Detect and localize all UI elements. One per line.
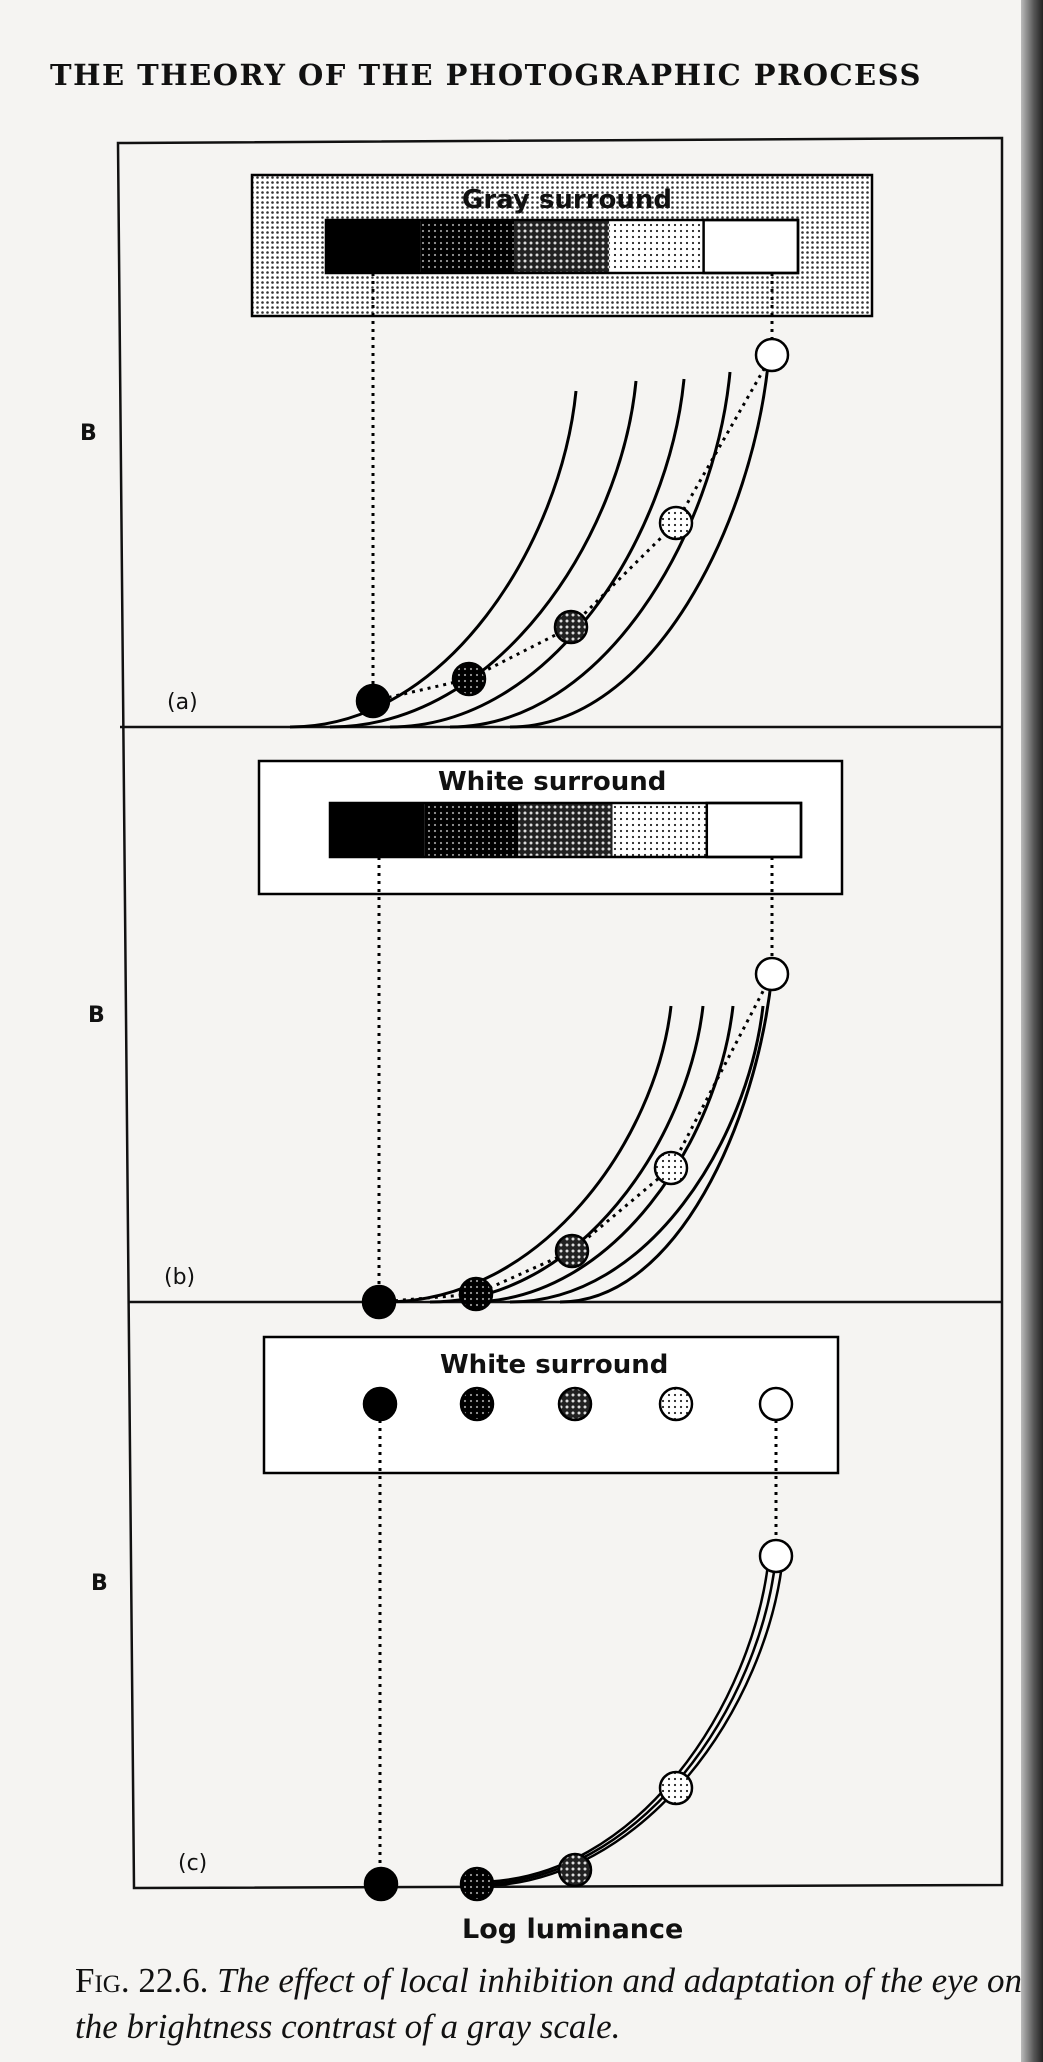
isolated-patch-c-1 <box>362 1386 398 1422</box>
step-point-a-1 <box>355 683 391 719</box>
page-edge-shadow <box>1021 0 1043 2062</box>
response-locus-a <box>372 354 774 703</box>
x-axis-label: Log luminance <box>462 1914 683 1945</box>
step-point-a-5 <box>754 337 790 373</box>
figure-number: Fig. 22.6. <box>75 1961 209 2000</box>
step-point-b-1 <box>361 1284 397 1320</box>
step-point-a-2 <box>451 661 487 697</box>
gray-scale-strip-a-step-4 <box>609 220 704 273</box>
brightness-curve-c-3 <box>476 1555 785 1888</box>
panel-tag-c: (c) <box>178 1851 207 1876</box>
step-point-c-4 <box>658 1770 694 1806</box>
gray-scale-strip-a-step-1 <box>326 220 421 273</box>
brightness-curve-b-5 <box>559 973 774 1304</box>
surround-label-bg <box>440 180 690 216</box>
brightness-curve-a-2 <box>329 380 638 729</box>
brightness-curve-a-5 <box>509 354 771 729</box>
isolated-patch-c-3 <box>557 1386 593 1422</box>
y-axis-label-b: B <box>88 1003 105 1028</box>
brightness-curve-a-3 <box>389 378 686 729</box>
gray-scale-strip-b <box>328 801 803 859</box>
isolated-patch-c-5 <box>758 1386 794 1422</box>
step-point-c-5 <box>758 1538 794 1574</box>
step-point-c-1 <box>363 1866 399 1902</box>
brightness-curve-b-1 <box>384 1005 673 1304</box>
gray-scale-strip-a <box>324 218 800 275</box>
gray-scale-strip-b-step-1 <box>330 803 425 857</box>
gray-scale-strip-a-step-3 <box>514 220 610 273</box>
gray-scale-strip-a-step-5 <box>702 218 800 275</box>
isolated-patch-c-2 <box>459 1386 495 1422</box>
brightness-curve-b-3 <box>469 1005 735 1304</box>
brightness-curve-b-4 <box>509 1005 765 1304</box>
gray-scale-strip-b-step-3 <box>518 803 613 857</box>
gray-scale-strip-a-step-2 <box>420 220 515 273</box>
step-point-a-4 <box>658 505 694 541</box>
gray-scale-strip-b-step-4 <box>612 803 707 857</box>
step-point-c-2 <box>459 1866 495 1902</box>
caption-text: The effect of local inhibition and adapt… <box>75 1961 1022 2046</box>
brightness-curve-a-4 <box>449 371 732 729</box>
y-axis-label-c: B <box>91 1571 108 1596</box>
step-point-b-2 <box>458 1276 494 1312</box>
panel-tag-b: (b) <box>164 1265 195 1290</box>
surround-label-c: White surround <box>440 1350 668 1380</box>
figure-frame <box>116 136 1004 1890</box>
step-point-b-5 <box>754 956 790 992</box>
step-point-c-3 <box>557 1852 593 1888</box>
step-point-b-4 <box>653 1150 689 1186</box>
running-header: THE THEORY OF THE PHOTOGRAPHIC PROCESS <box>50 58 922 92</box>
panel-tag-a: (a) <box>167 690 198 715</box>
y-axis-label-a: B <box>80 421 97 446</box>
surround-label-a: Gray surround <box>462 185 672 215</box>
figure-caption: Fig. 22.6. The effect of local inhibitio… <box>75 1958 1025 2050</box>
gray-scale-strip-b-step-5 <box>705 801 803 859</box>
brightness-curve-a-1 <box>289 390 578 729</box>
surround-label-b: White surround <box>438 767 666 797</box>
white-surround-box-c <box>262 1335 840 1475</box>
step-point-b-3 <box>554 1233 590 1269</box>
gray-scale-strip-b-step-2 <box>424 803 519 857</box>
isolated-patch-c-4 <box>658 1386 694 1422</box>
step-point-a-3 <box>553 609 589 645</box>
